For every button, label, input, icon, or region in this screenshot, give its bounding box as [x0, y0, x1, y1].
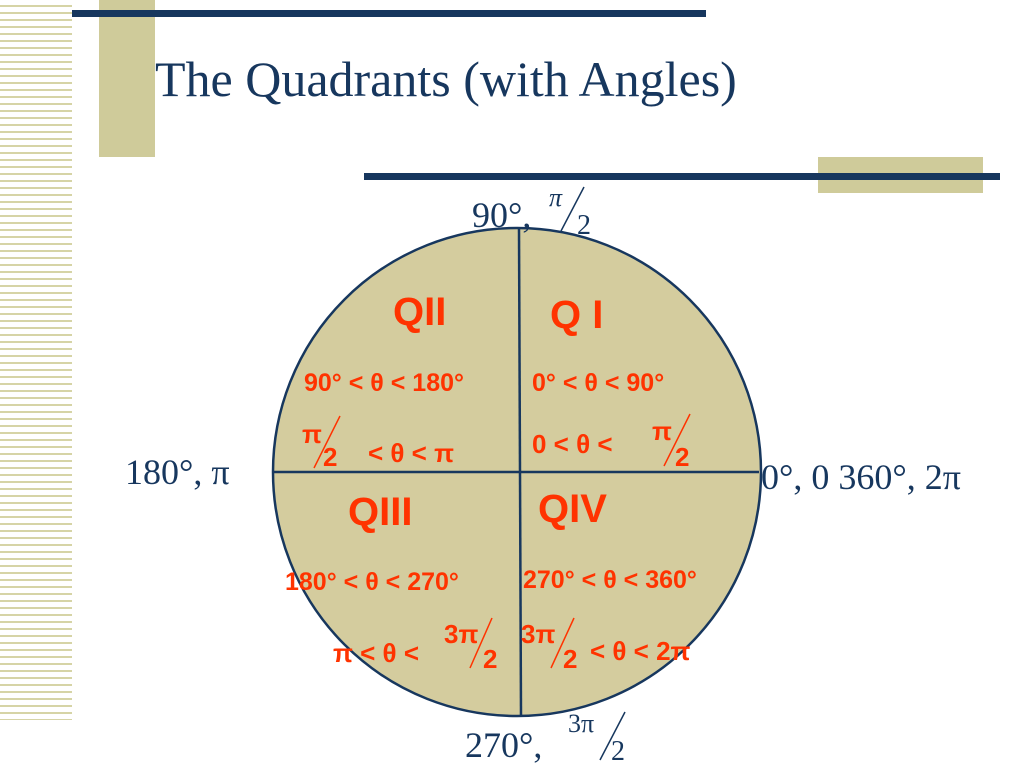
quadrant-iii-label: QIII — [348, 490, 412, 534]
q2-fraction-denominator: 2 — [323, 442, 337, 472]
q3-fraction-denominator: 2 — [483, 644, 497, 674]
title-accent-block — [99, 0, 155, 157]
quadrant-ii-radian-range: π 2 < θ < π — [302, 415, 454, 472]
q4-fraction-slash — [550, 617, 575, 669]
top-fraction-numerator: π — [549, 183, 563, 212]
quadrant-iv-label: QIV — [538, 487, 607, 531]
q3-fraction-slash — [469, 617, 493, 669]
top-axis-label: 90°, π 2 — [472, 183, 591, 241]
top-fraction-slash — [560, 186, 585, 232]
q4-fraction-denominator: 2 — [563, 644, 577, 674]
quadrant-i-degree-range: 0° < θ < 90° — [532, 369, 664, 397]
quadrant-iv-degree-range: 270° < θ < 360° — [523, 566, 697, 594]
quadrant-iii-degree-range: 180° < θ < 270° — [285, 568, 459, 596]
q1-fraction-numerator: π — [652, 416, 672, 446]
quadrant-i-radian-range: 0 < θ < π 2 — [532, 413, 691, 472]
slide-title: The Quadrants (with Angles) — [155, 51, 737, 107]
bottom-fraction-denominator: 2 — [611, 736, 625, 767]
quadrant-iv-radian-range: 3π 2 < θ < 2π — [521, 617, 691, 674]
middle-rule — [364, 173, 1000, 180]
q4-fraction-numerator: 3π — [521, 619, 555, 649]
bottom-degree-text: 270°, — [465, 725, 542, 765]
q1-fraction-slash — [663, 413, 691, 467]
bottom-axis-label: 270°, 3π 2 — [465, 709, 626, 767]
q2-radian-suffix: < θ < π — [368, 438, 454, 468]
bottom-fraction-numerator: 3π — [568, 709, 594, 738]
q3-fraction-numerator: 3π — [444, 619, 478, 649]
q3-radian-prefix: π < θ < — [333, 638, 419, 668]
top-degree-text: 90°, — [472, 195, 531, 235]
q2-fraction-numerator: π — [302, 419, 322, 449]
bottom-fraction-slash — [599, 711, 626, 761]
q1-radian-prefix: 0 < θ < — [532, 429, 613, 459]
quadrant-ii-label: QII — [393, 290, 446, 334]
q2-fraction-slash — [313, 415, 341, 469]
top-rule — [72, 10, 706, 17]
decorative-stripes — [0, 0, 72, 720]
right-axis-label: 0°, 0 360°, 2π — [761, 457, 961, 497]
q4-radian-suffix: < θ < 2π — [590, 636, 691, 666]
quadrant-ii-degree-range: 90° < θ < 180° — [304, 369, 464, 397]
left-axis-label: 180°, π — [125, 452, 230, 492]
quadrant-i-label: Q I — [550, 293, 603, 337]
quadrant-iii-radian-range: π < θ < 3π 2 — [333, 617, 497, 674]
q1-fraction-denominator: 2 — [675, 442, 689, 472]
top-fraction-denominator: 2 — [577, 210, 591, 241]
